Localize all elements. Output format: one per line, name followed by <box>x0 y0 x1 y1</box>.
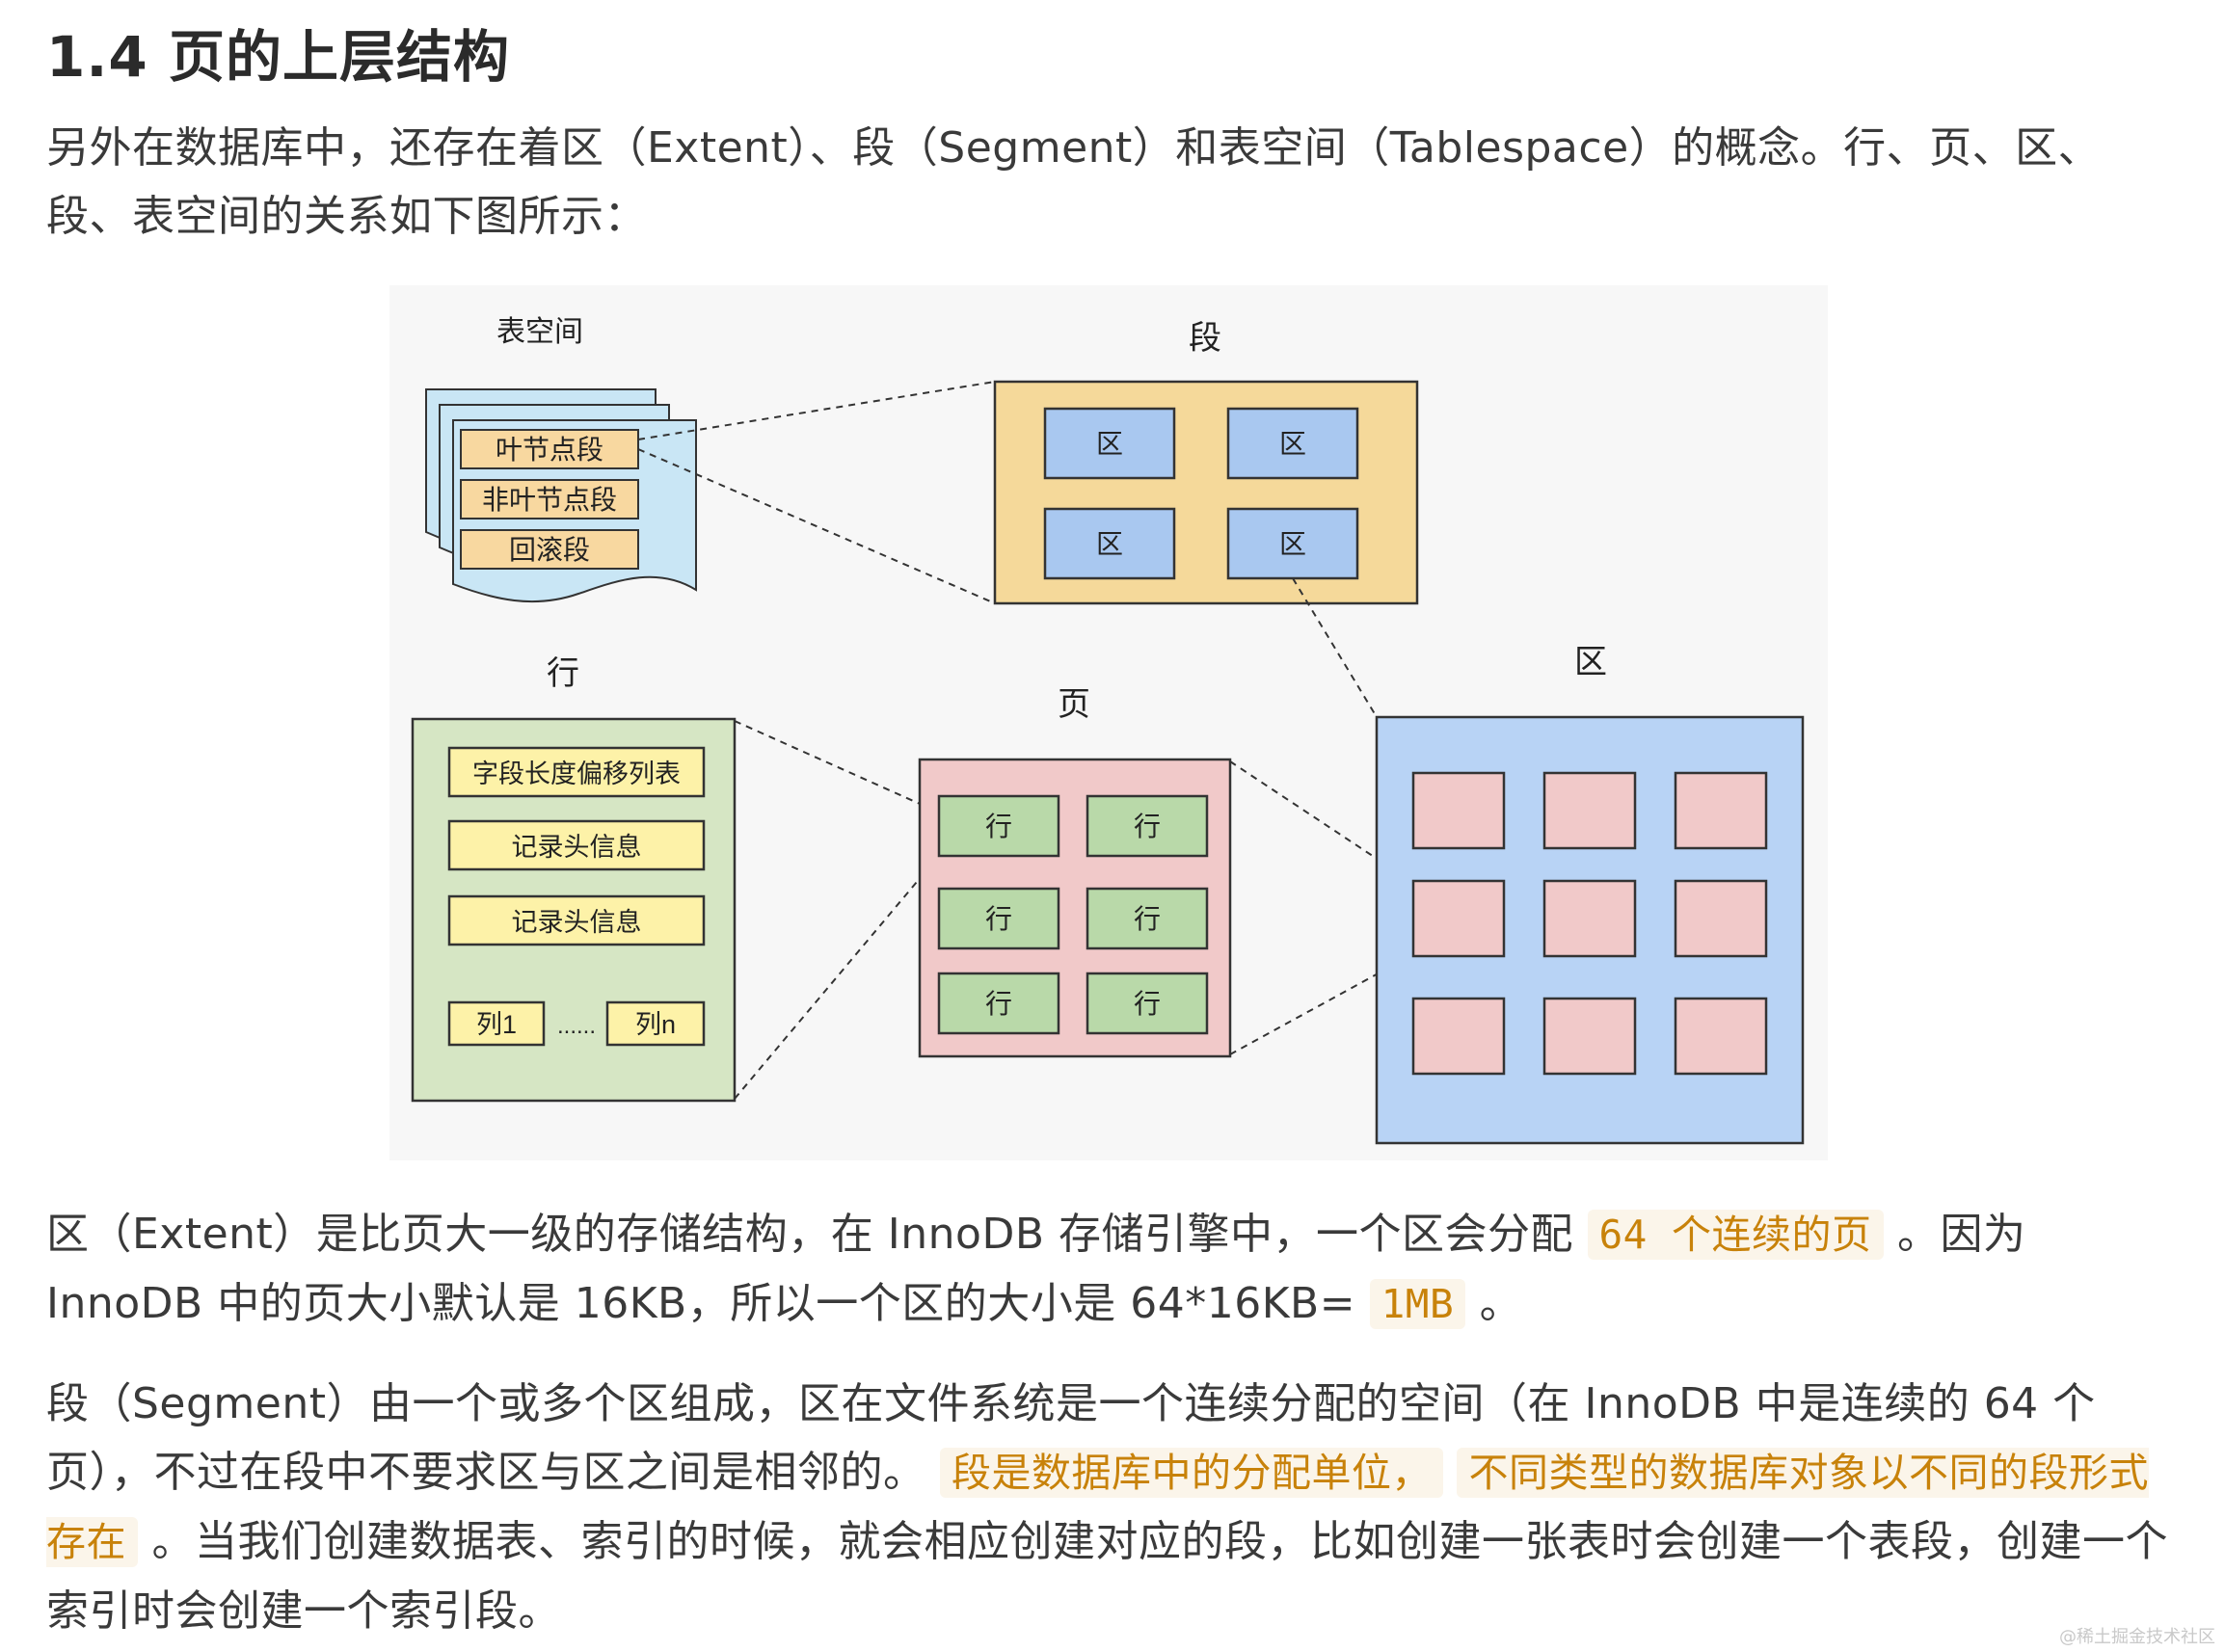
extent-page-cell <box>1411 997 1506 1076</box>
tablespace-segment-label: 非叶节点段 <box>482 485 617 515</box>
segment-paragraph: 段（Segment）由一个或多个区组成，区在文件系统是一个连续分配的空间（在 I… <box>46 1370 2177 1645</box>
page-row-label: 行 <box>985 904 1012 934</box>
extent-page-cell <box>1542 997 1637 1076</box>
row-title: 行 <box>547 655 579 692</box>
segment-extent-label: 区 <box>1096 429 1123 459</box>
row-column-label: 列1 <box>476 1010 517 1039</box>
segment-extent-label: 区 <box>1279 429 1306 459</box>
row-group: 行 字段长度偏移列表 记录头信息 记录头信息 列1 ...... 列n <box>411 655 737 1103</box>
tablespace-segment-label: 叶节点段 <box>496 435 603 465</box>
tablespace-segment-label: 回滚段 <box>509 535 590 565</box>
segment-extent-cell <box>1043 407 1176 480</box>
connector-line <box>637 381 996 440</box>
extent-text-2: 。因为 InnoDB 中的页大小默认是 16KB，所以一个区的大小是 64*16… <box>46 1210 2026 1328</box>
page-row-label: 行 <box>1134 812 1161 841</box>
tablespace-segment-box <box>460 529 639 570</box>
row-column-ellipsis: ...... <box>557 1013 596 1039</box>
segment-text-3: 。当我们创建数据表、索引的时候，就会相应创建对应的段，比如创建一张表时会创建一个… <box>46 1517 2168 1636</box>
page-row-cell <box>1086 887 1209 950</box>
page-title: 1.4 页的上层结构 <box>46 24 510 90</box>
extent-text-1: 区（Extent）是比页大一级的存储结构，在 InnoDB 存储引擎中，一个区会… <box>46 1210 1588 1259</box>
row-column-label: 列n <box>635 1010 676 1039</box>
extent-title: 区 <box>1574 644 1607 680</box>
storage-structure-diagram: 表空间 叶节点段 非叶节点段 回滚段 段 区 区 区 区 行 字段长度偏移列表 … <box>389 285 1828 1160</box>
segment-extent-label: 区 <box>1096 529 1123 559</box>
page-row-label: 行 <box>1134 904 1161 934</box>
extent-paragraph: 区（Extent）是比页大一级的存储结构，在 InnoDB 存储引擎中，一个区会… <box>46 1200 2177 1339</box>
page-row-cell <box>937 887 1060 950</box>
extent-highlight-pages: 64 个连续的页 <box>1587 1210 1884 1260</box>
connector-line <box>637 448 996 604</box>
connector-line <box>1292 577 1378 718</box>
row-field-label: 记录头信息 <box>512 833 642 862</box>
segment-text-2 <box>1443 1448 1458 1497</box>
page-row-cell <box>937 794 1060 858</box>
extent-text-3: 。 <box>1465 1279 1523 1328</box>
tablespace-group: 表空间 叶节点段 非叶节点段 回滚段 <box>425 316 697 603</box>
extent-page-cell <box>1674 771 1768 850</box>
extent-page-cell <box>1542 879 1637 958</box>
page-row-label: 行 <box>1134 989 1161 1019</box>
row-column-box <box>605 1000 706 1047</box>
segment-extent-cell <box>1226 507 1359 580</box>
page-title-label: 页 <box>1058 686 1090 723</box>
extent-group: 区 <box>1375 644 1805 1145</box>
page-row-cell <box>937 972 1060 1035</box>
row-field-label: 字段长度偏移列表 <box>472 759 681 788</box>
extent-page-cell <box>1674 879 1768 958</box>
segment-title: 段 <box>1189 320 1221 357</box>
page-row-label: 行 <box>985 989 1012 1019</box>
watermark: @稀土掘金技术社区 <box>2059 1627 2215 1647</box>
row-field-label: 记录头信息 <box>512 908 642 937</box>
tablespace-title: 表空间 <box>496 316 583 348</box>
extent-page-cell <box>1411 771 1506 850</box>
row-field-box <box>447 746 706 798</box>
connector-line <box>734 857 938 1100</box>
connector-line <box>1229 953 1414 1055</box>
extent-page-cell <box>1674 997 1768 1076</box>
segment-extent-cell <box>1226 407 1359 480</box>
page-row-cell <box>1086 972 1209 1035</box>
segment-extent-cell <box>1043 507 1176 580</box>
row-field-box <box>447 894 706 946</box>
extent-page-cell <box>1411 879 1506 958</box>
row-column-box <box>447 1000 546 1047</box>
segment-highlight-unit: 段是数据库中的分配单位， <box>939 1448 1443 1498</box>
page-row-label: 行 <box>985 812 1012 841</box>
segment-text-1: 段（Segment）由一个或多个区组成，区在文件系统是一个连续分配的空间（在 I… <box>46 1379 2096 1497</box>
extent-highlight-size: 1MB <box>1369 1279 1466 1329</box>
extent-page-cell <box>1542 771 1637 850</box>
intro-paragraph: 另外在数据库中，还存在着区（Extent）、段（Segment）和表空间（Tab… <box>46 123 2102 241</box>
segment-group: 段 区 区 区 区 <box>993 320 1419 605</box>
tablespace-segment-box <box>460 479 639 520</box>
row-field-box <box>447 819 706 871</box>
segment-extent-label: 区 <box>1279 529 1306 559</box>
page-group: 页 行 行 行 行 行 行 <box>918 686 1232 1058</box>
page-row-cell <box>1086 794 1209 858</box>
